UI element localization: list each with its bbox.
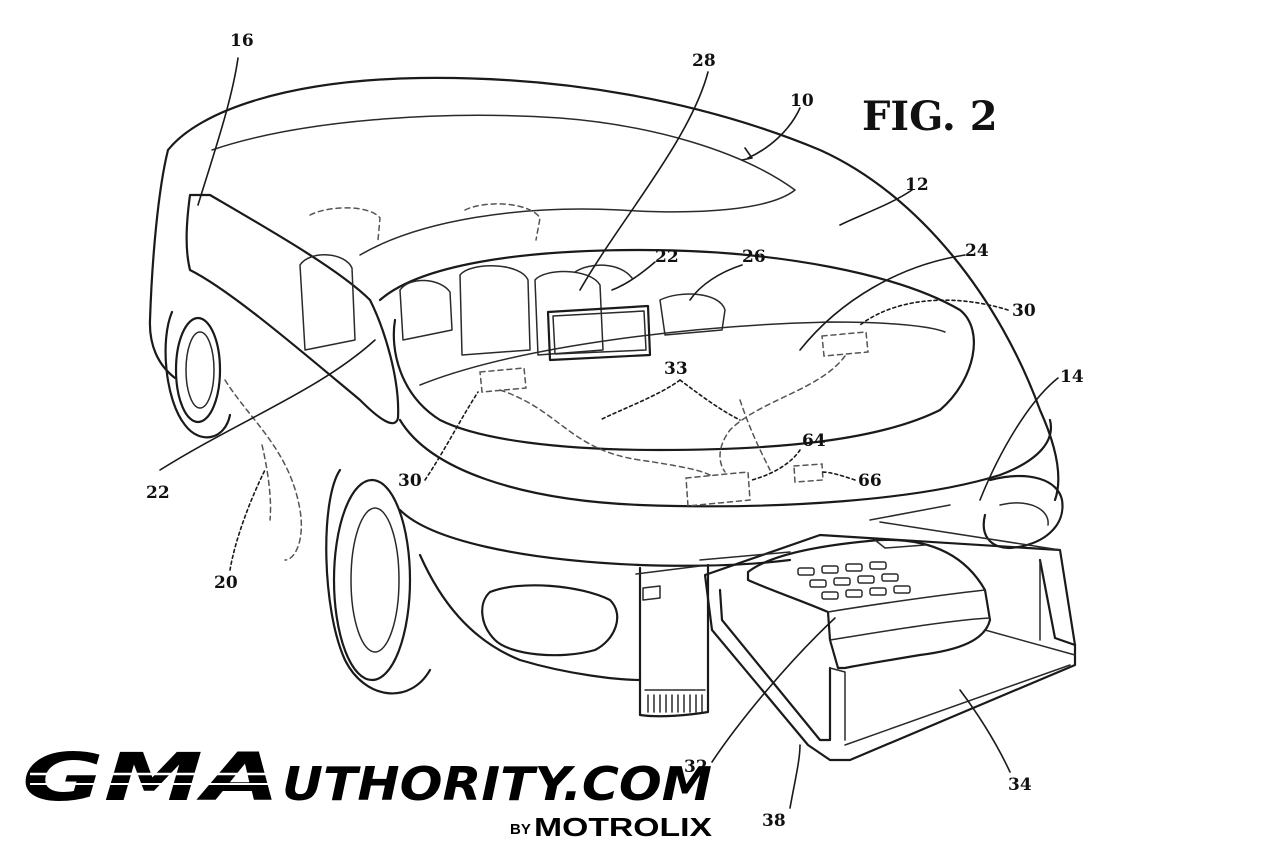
interior-seats	[299, 203, 726, 356]
ref-64: 64	[802, 431, 826, 451]
watermark-logo: GMA UTHORITY.COM BY MOTROLIX	[22, 739, 713, 842]
ref-20: 20	[214, 573, 238, 593]
rear-wheel	[164, 310, 232, 439]
ref-22-left: 22	[146, 483, 170, 503]
ref-34: 34	[1008, 775, 1032, 795]
logo-uthority: UTHORITY.COM	[282, 757, 712, 811]
leader-lines	[159, 57, 1059, 809]
display-screen	[546, 304, 652, 362]
ref-38: 38	[762, 811, 786, 831]
ref-26: 26	[742, 247, 766, 267]
ref-30-left: 30	[398, 471, 422, 491]
ref-22-top: 22	[655, 247, 679, 267]
ref-16: 16	[230, 31, 254, 51]
ref-14: 14	[1060, 367, 1084, 387]
vehicle-body	[148, 76, 1064, 718]
battery-cells	[797, 561, 911, 600]
cargo-drawer	[699, 504, 1077, 762]
logo-by: BY	[510, 821, 531, 838]
front-wheel	[325, 468, 432, 695]
ref-66: 66	[858, 471, 882, 491]
ref-33: 33	[664, 359, 688, 379]
figure-title: FIG. 2	[862, 93, 998, 140]
reference-labels: 16 28 10 12 22 26 24 30 14 33 22 30 64 6…	[146, 31, 1084, 831]
ref-30-right: 30	[1012, 301, 1036, 321]
ref-24: 24	[965, 241, 989, 261]
ref-10: 10	[790, 91, 814, 111]
ref-12: 12	[905, 175, 929, 195]
logo-gma: GMA	[22, 739, 280, 816]
ref-28: 28	[692, 51, 716, 71]
logo-motrolix: MOTROLIX	[534, 812, 713, 842]
ref-32: 32	[684, 757, 708, 777]
sensors-dashed	[224, 331, 869, 561]
